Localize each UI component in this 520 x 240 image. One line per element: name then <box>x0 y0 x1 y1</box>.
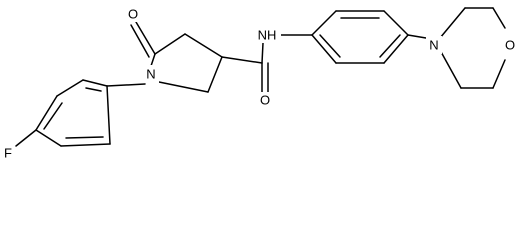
bond-ar2-d3 <box>319 34 341 58</box>
atom-labels: O N O NH N O F <box>1 6 517 162</box>
atom-oxygen-carbonyl-ring: O <box>126 6 140 22</box>
bond-c3-c2 <box>207 56 223 93</box>
bond-c2-n1 <box>158 81 209 93</box>
bond-morph-1 <box>439 7 466 39</box>
bond-camide-nh <box>261 42 264 64</box>
bond-ar1-2 <box>56 79 84 97</box>
atom-label-o-morpholine: O <box>505 38 515 53</box>
atom-fluorine: F <box>1 144 15 162</box>
atom-label-fluorine: F <box>4 146 12 161</box>
bond-ar1-4 <box>35 129 62 147</box>
atom-label-o-amide: O <box>260 93 270 108</box>
bond-morph-6 <box>439 49 462 89</box>
atom-oxygen-morpholine: O <box>503 36 517 54</box>
bond-morph-4 <box>492 59 506 89</box>
atom-label-n-morpholine: N <box>429 38 438 53</box>
bond-ar1-d2 <box>65 136 104 139</box>
bond-lines <box>15 7 506 147</box>
bond-n1-ar1 <box>106 83 146 87</box>
bond-ar1-d1 <box>43 102 63 130</box>
bond-ar1-3 <box>35 95 58 131</box>
structural-formula: O N O NH N O F <box>1 6 517 162</box>
atom-nitrogen-amide: NH <box>253 27 281 43</box>
bond-ar2-1 <box>311 10 337 36</box>
bond-c4-c3 <box>184 33 223 58</box>
atom-nitrogen-pyrrolidine: N <box>143 65 159 83</box>
atom-label-n-pyrrolidine: N <box>146 67 155 82</box>
atom-oxygen-amide: O <box>258 92 272 108</box>
bond-c5-o-carbonyl-a <box>135 21 156 55</box>
atom-label-nh-amide: NH <box>258 28 277 43</box>
bond-c5-o-carbonyl-b <box>130 24 150 58</box>
bond-ar2-d2 <box>379 34 401 58</box>
bond-ar1-d3 <box>85 87 102 92</box>
bond-ar2-6 <box>311 34 337 64</box>
bond-ar2-4 <box>383 34 409 64</box>
bond-ar1-6 <box>106 85 111 145</box>
bond-c3-camide <box>221 56 263 64</box>
bond-c5-c4 <box>154 33 186 55</box>
bond-ar2-3 <box>383 10 409 36</box>
bond-ar1-1 <box>82 79 108 87</box>
bond-c-f <box>15 129 37 147</box>
bond-morph-3 <box>492 7 506 29</box>
bond-ar1-5 <box>60 143 111 147</box>
atom-nitrogen-morpholine: N <box>426 36 442 54</box>
bond-n1-c5 <box>150 53 156 67</box>
atom-label-o-carbonyl: O <box>128 7 138 22</box>
bond-ar2-nmorph <box>407 34 427 39</box>
